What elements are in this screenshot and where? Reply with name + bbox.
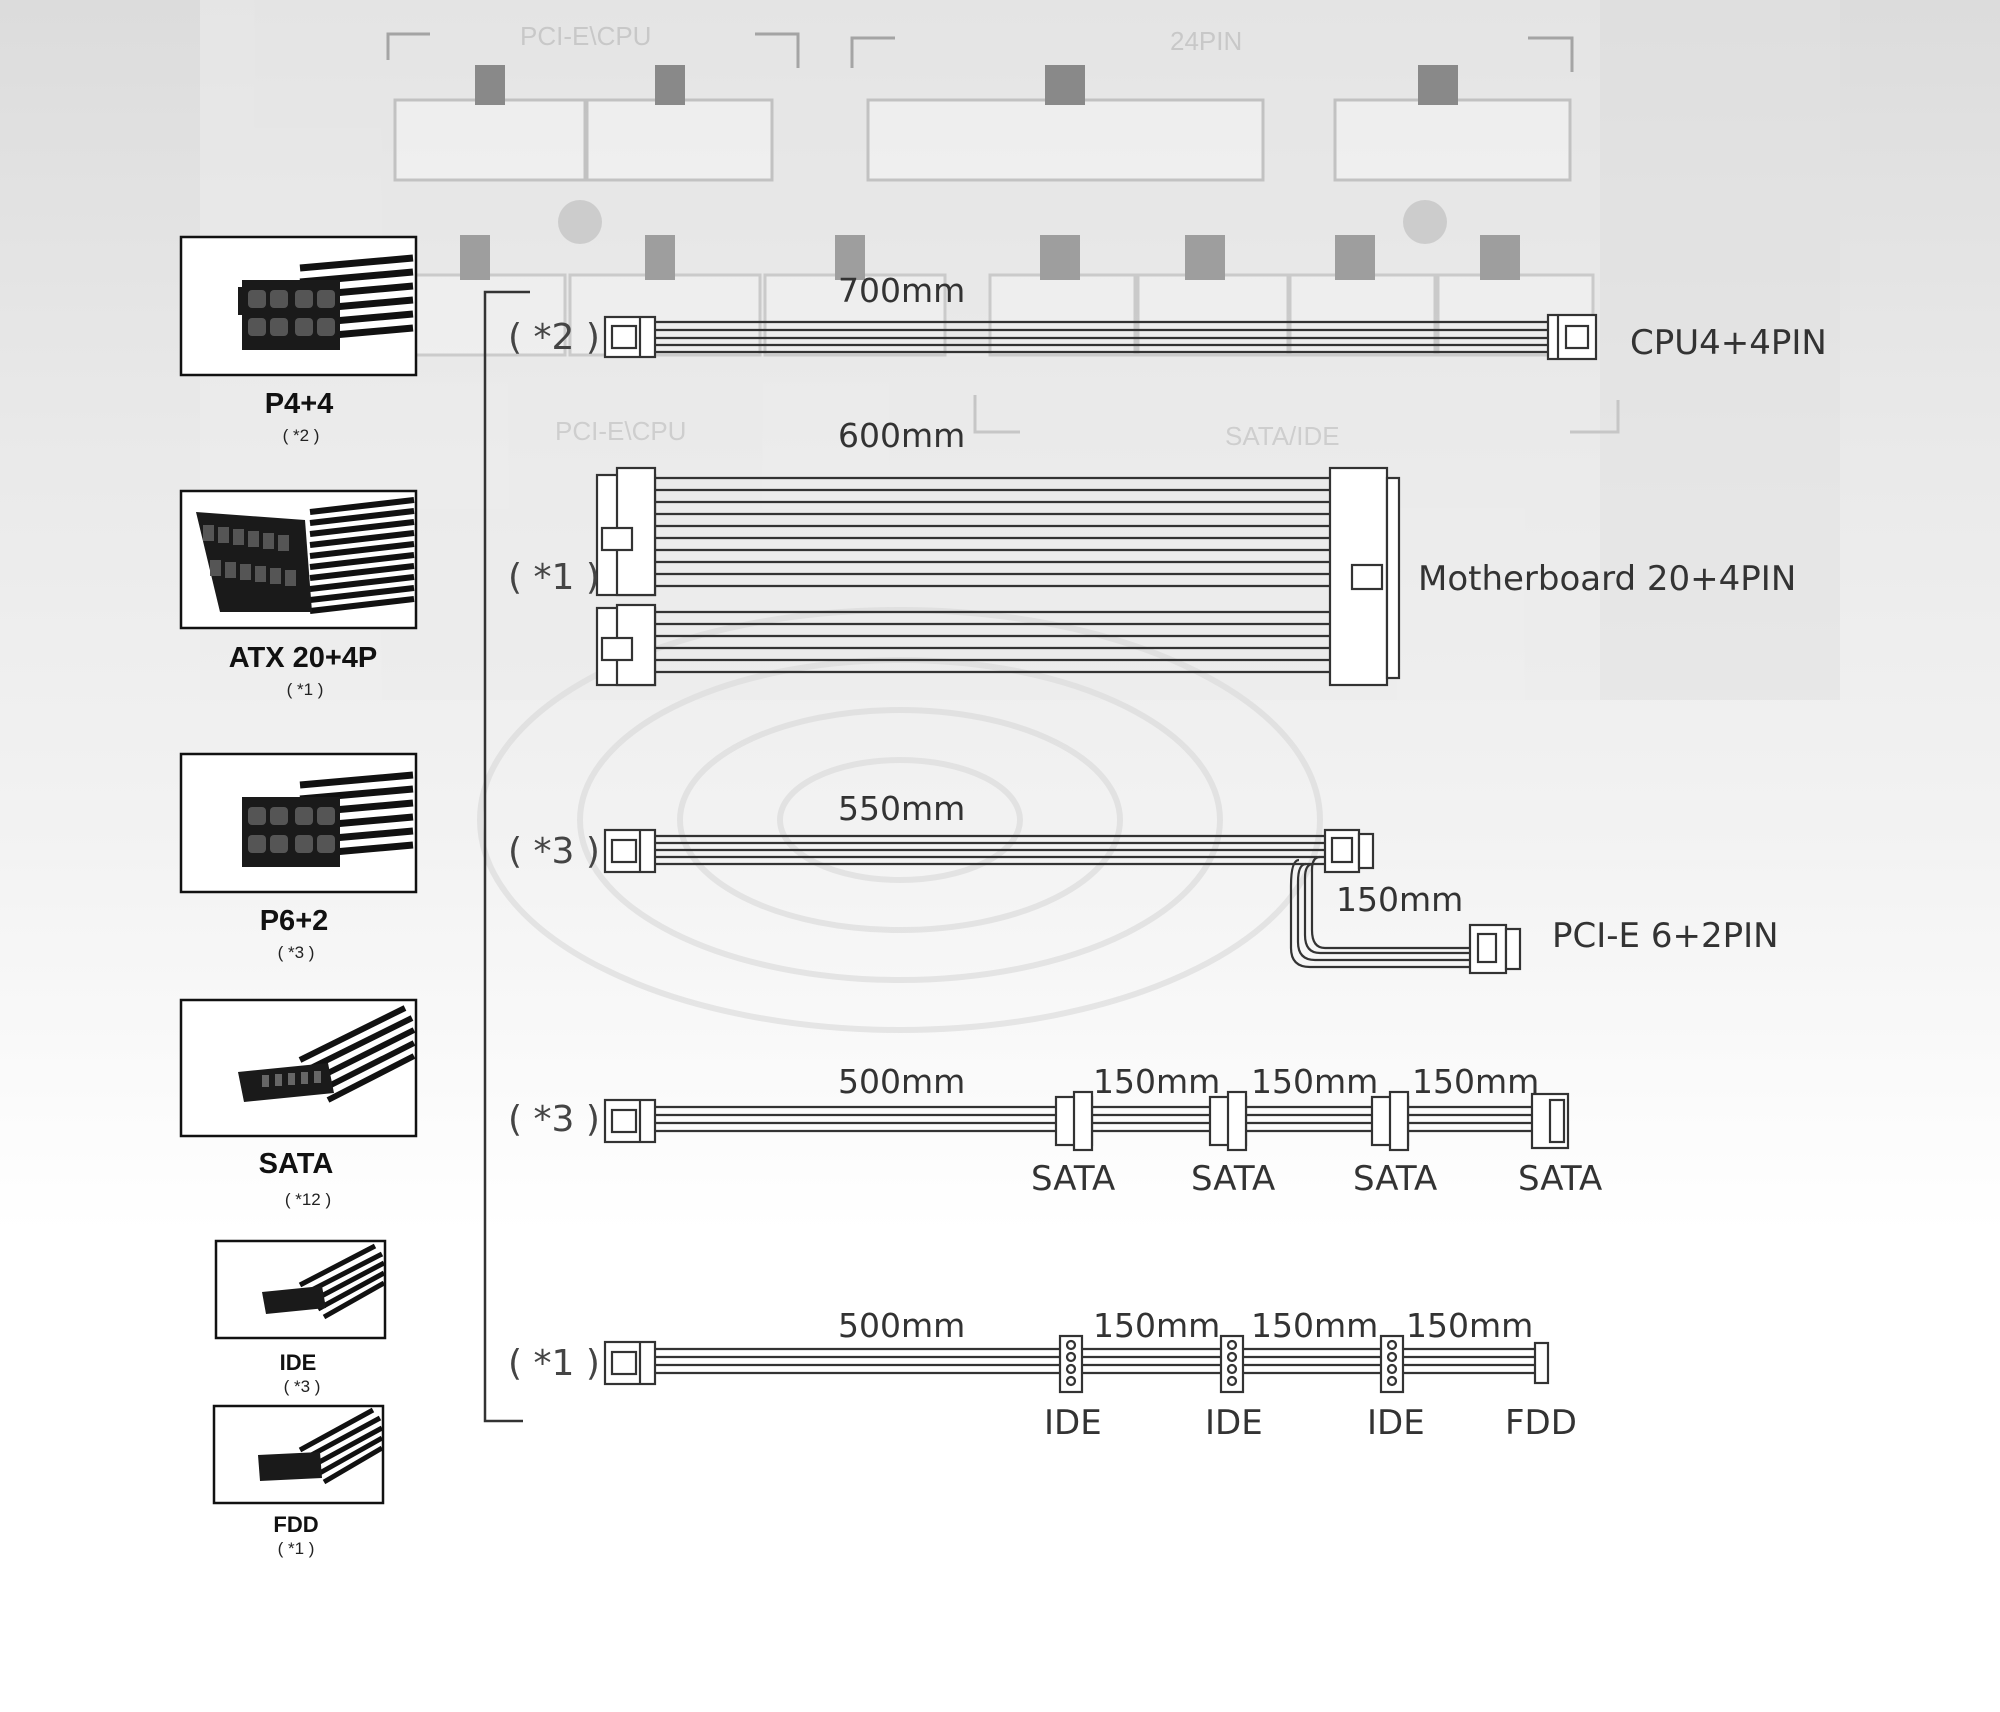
- fdd-name: FDD: [273, 1512, 318, 1537]
- cable-ide-seg-1: 150mm: [1093, 1306, 1220, 1345]
- cable-pcie-6-2: [603, 828, 1522, 975]
- cable-sata-seg-3: 150mm: [1412, 1062, 1539, 1101]
- panel-label-sata-ide: SATA/IDE: [1225, 421, 1340, 451]
- cable-ide-conn-2: IDE: [1205, 1403, 1263, 1443]
- cable-sata-conn-2: SATA: [1191, 1159, 1275, 1199]
- cable-sata-length: 500mm: [838, 1062, 965, 1101]
- cable-motherboard-24pin: [595, 466, 1401, 687]
- cable-pcie-branch-length: 150mm: [1336, 880, 1463, 919]
- p6-2-name: P6+2: [260, 905, 329, 937]
- cable-sata-seg-1: 150mm: [1093, 1062, 1220, 1101]
- atx-20-4-name: ATX 20+4P: [229, 642, 378, 674]
- cable-sata-conn-4: SATA: [1518, 1159, 1602, 1199]
- sata-qty: ( *12 ): [285, 1190, 331, 1209]
- fdd-connector-icon: [212, 1404, 385, 1505]
- cable-pcie-count: ( *3 ): [508, 831, 600, 872]
- p4-4-qty: ( *2 ): [283, 426, 320, 445]
- cable-fdd-conn: FDD: [1505, 1403, 1577, 1443]
- cable-sata-seg-2: 150mm: [1251, 1062, 1378, 1101]
- cable-sata: [603, 1090, 1570, 1152]
- cable-cpu-label: CPU4+4PIN: [1630, 323, 1827, 363]
- cable-cpu-length: 700mm: [838, 271, 965, 310]
- cable-sata-conn-3: SATA: [1353, 1159, 1437, 1199]
- panel-label-24pin: 24PIN: [1170, 26, 1242, 56]
- ide-connector-icon: [214, 1239, 387, 1340]
- atx-20-4-qty: ( *1 ): [287, 680, 324, 699]
- ide-name: IDE: [280, 1350, 317, 1375]
- cable-sata-conn-1: SATA: [1031, 1159, 1115, 1199]
- sata-name: SATA: [259, 1148, 334, 1180]
- cable-sata-count: ( *3 ): [508, 1099, 600, 1140]
- cable-mb-length: 600mm: [838, 416, 965, 455]
- cable-cpu-count: ( *2 ): [508, 317, 600, 358]
- cable-ide-count: ( *1 ): [508, 1343, 600, 1384]
- p6-2-qty: ( *3 ): [278, 943, 315, 962]
- cable-mb-count: ( *1 ): [508, 557, 600, 598]
- cable-mb-label: Motherboard 20+4PIN: [1418, 559, 1796, 599]
- p6-2-connector-icon: [179, 752, 418, 894]
- cable-ide-conn-3: IDE: [1367, 1403, 1425, 1443]
- cable-cpu-4-4: [603, 313, 1598, 361]
- p4-4-name: P4+4: [265, 388, 334, 420]
- p4-4-connector-icon: [179, 235, 418, 377]
- cable-pcie-length: 550mm: [838, 789, 965, 828]
- cable-pcie-label: PCI-E 6+2PIN: [1552, 916, 1779, 956]
- cable-group-bracket: [483, 290, 530, 1423]
- cable-ide-fdd: [603, 1334, 1550, 1394]
- ide-qty: ( *3 ): [284, 1377, 321, 1396]
- panel-label-pcie-cpu-top: PCI-E\CPU: [520, 21, 651, 51]
- atx-20-4-connector-icon: [179, 489, 418, 630]
- cable-ide-seg-3: 150mm: [1406, 1306, 1533, 1345]
- fdd-qty: ( *1 ): [278, 1539, 315, 1558]
- panel-label-pcie-cpu-bottom: PCI-E\CPU: [555, 416, 686, 446]
- cable-ide-seg-2: 150mm: [1251, 1306, 1378, 1345]
- cable-ide-length: 500mm: [838, 1306, 965, 1345]
- connector-icon-list: P4+4 ( *2 ) ATX 20+4P ( *1 ) P6+2 ( *3 )…: [179, 235, 418, 1558]
- sata-connector-icon: [179, 998, 418, 1138]
- cable-ide-conn-1: IDE: [1044, 1403, 1102, 1443]
